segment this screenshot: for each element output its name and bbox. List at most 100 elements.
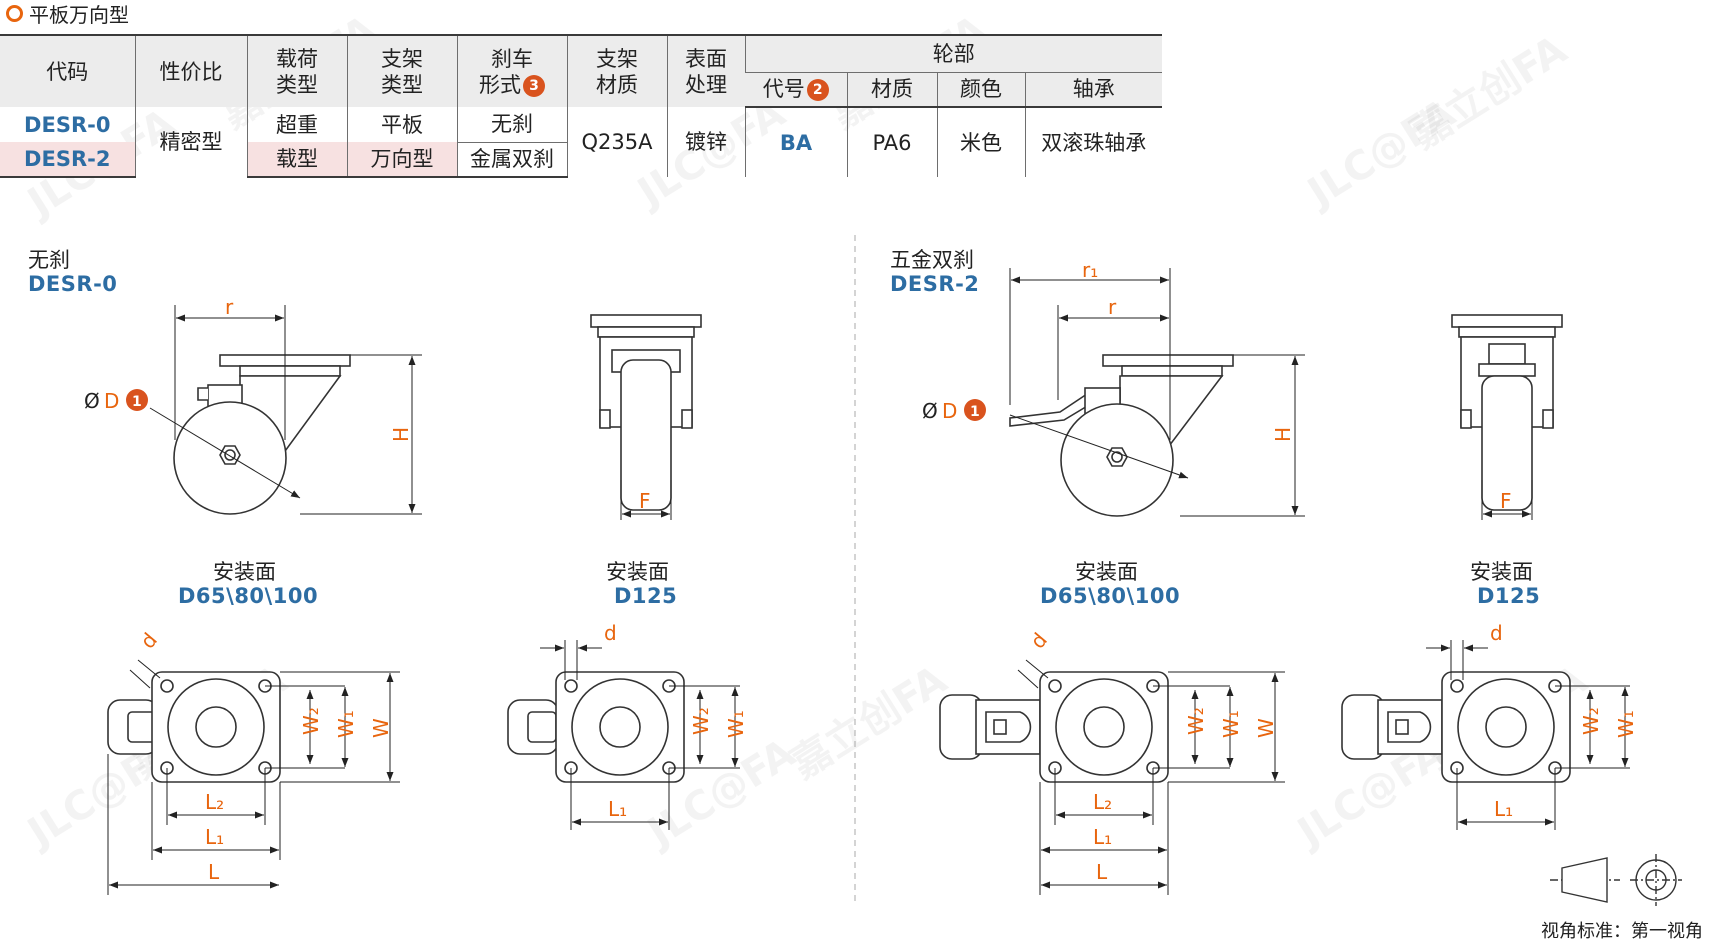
badge-2: 2: [806, 79, 829, 102]
header-wheel: 轮部: [744, 34, 1162, 72]
dim-L: L: [208, 860, 220, 884]
front-view-dims-left: [620, 480, 672, 520]
section-title: 平板万向型: [6, 0, 129, 27]
side-view-no-brake: [173, 354, 351, 515]
first-angle-projection-icon: [1550, 854, 1682, 906]
bracket-cell: 平板: [346, 107, 457, 142]
dim-F: F: [639, 489, 651, 513]
left-group-code: DESR-0: [28, 272, 118, 296]
dim-H: H: [389, 427, 413, 442]
mount-size: D65\80\100: [178, 584, 319, 608]
dim-d: d: [1025, 628, 1052, 653]
dim-L: L: [1096, 860, 1108, 884]
brake-cell: 金属双刹: [456, 141, 567, 178]
badge-1-icon: [126, 389, 148, 411]
dim-W1: W₁: [334, 710, 358, 738]
dim-W: W: [1254, 718, 1278, 738]
dim-W1: W₁: [724, 710, 748, 738]
header-bearing: 轴承: [1024, 71, 1162, 108]
front-view-no-brake: [590, 314, 702, 511]
header-load: 载荷类型: [246, 34, 347, 107]
badge-3: 3: [523, 74, 545, 97]
dim-L1: L₁: [608, 797, 627, 821]
dim-d: d: [1490, 621, 1503, 645]
dim-W2: W₂: [689, 707, 713, 735]
dim-H: H: [1271, 427, 1295, 442]
header-code: 代码: [0, 34, 135, 107]
dim-L1: L₁: [205, 825, 224, 849]
mount-dims-small-right: [1017, 659, 1285, 895]
left-group-label: 无刹: [28, 248, 70, 272]
dim-r: r: [225, 295, 234, 319]
header-wheel-material: 材质: [846, 71, 937, 108]
dim-D: D: [104, 389, 119, 413]
mount-size: D125: [1477, 584, 1541, 608]
right-group-code: DESR-2: [890, 272, 980, 296]
header-material: 支架材质: [566, 34, 667, 107]
brake-cell: 无刹: [456, 107, 567, 142]
bearing-cell: 双滚珠轴承: [1024, 107, 1162, 177]
dim-L2: L₂: [1093, 790, 1112, 814]
code-cell: DESR-0: [24, 112, 111, 137]
mount-title: 安装面: [1075, 560, 1138, 584]
mount-title: 安装面: [606, 560, 669, 584]
wheel-code-cell: BA: [744, 107, 847, 177]
mount-title: 安装面: [1470, 560, 1533, 584]
right-group-label: 五金双刹: [890, 248, 974, 272]
bracket-cell: 万向型: [346, 142, 457, 178]
header-value: 性价比: [134, 34, 247, 107]
mount-size: D125: [614, 584, 678, 608]
mount-size: D65\80\100: [1040, 584, 1181, 608]
dim-F: F: [1500, 489, 1512, 513]
wheel-material-cell: PA6: [846, 107, 937, 177]
dim-d: d: [604, 621, 617, 645]
wheel-color-cell: 米色: [936, 107, 1025, 177]
badge-1: 1: [970, 404, 980, 420]
mount-dims-large-left: [540, 640, 740, 830]
load-cell: 超重: [246, 107, 347, 142]
header-surface: 表面处理: [666, 34, 745, 107]
side-view-dims-left: [149, 305, 422, 515]
dim-L2: L₂: [205, 790, 224, 814]
dim-W2: W₂: [1579, 707, 1603, 735]
value-cell: 精密型: [134, 107, 247, 177]
mount-dims-large-right: [1426, 640, 1630, 830]
header-bracket: 支架类型: [346, 34, 457, 107]
dim-L1: L₁: [1494, 797, 1513, 821]
badge-1-icon: [964, 399, 986, 421]
front-view-brake: [1451, 314, 1563, 511]
dim-W2: W₂: [1184, 707, 1208, 735]
side-view-brake: [1009, 354, 1234, 517]
mount-plate-small-left: [107, 671, 281, 783]
mount-plate-small-right: [939, 671, 1169, 783]
dim-r: r: [1108, 295, 1117, 319]
load-cell: 载型: [246, 142, 347, 178]
dim-d: d: [135, 628, 162, 653]
dim-W1: W₁: [1219, 710, 1243, 738]
material-cell: Q235A: [566, 107, 667, 177]
badge-1: 1: [132, 394, 142, 410]
side-view-dims-right: [1009, 268, 1305, 517]
dim-W1: W₁: [1614, 710, 1638, 738]
section-title-text: 平板万向型: [29, 2, 129, 27]
diameter-symbol: Ø: [84, 389, 100, 413]
front-view-dims-right: [1481, 480, 1533, 520]
dim-W2: W₂: [299, 707, 323, 735]
mount-plate-large-right: [1341, 671, 1571, 783]
surface-cell: 镀锌: [666, 107, 745, 177]
dim-L1: L₁: [1093, 825, 1112, 849]
mount-plate-large-left: [507, 671, 685, 783]
dim-r1: r₁: [1082, 258, 1098, 282]
dim-W: W: [369, 718, 393, 738]
circle-bullet-icon: [6, 4, 23, 22]
header-wheel-color: 颜色: [936, 71, 1025, 108]
dim-D: D: [942, 399, 957, 423]
projection-standard: 视角标准：第一视角: [1541, 921, 1703, 942]
mount-title: 安装面: [213, 560, 276, 584]
diameter-symbol: Ø: [922, 399, 938, 423]
code-cell: DESR-2: [0, 142, 135, 178]
